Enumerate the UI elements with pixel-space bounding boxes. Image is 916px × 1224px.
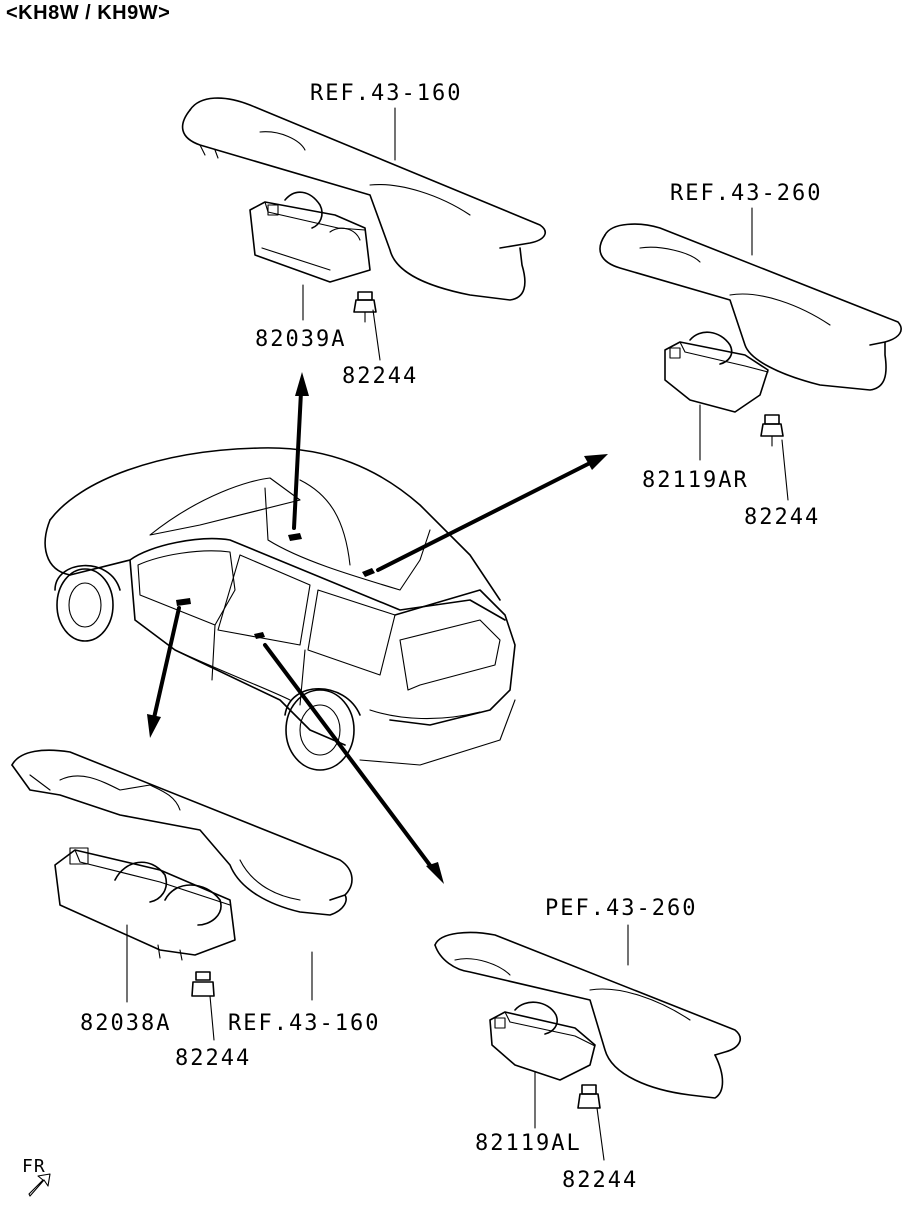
- screw-82244-label-1: 82244: [342, 364, 418, 389]
- screw-82244-label-3: 82244: [175, 1046, 251, 1071]
- ref-front-left-label: REF.43-160: [228, 1011, 380, 1036]
- front-left-door-trim: [11, 749, 353, 1001]
- screw-82244-1: [353, 291, 381, 361]
- rear-left-door-trim: [434, 924, 741, 1099]
- switch-82038a: [54, 847, 236, 1003]
- diagram-title: <KH8W / KH9W>: [6, 2, 171, 24]
- switch-82119ar: [664, 331, 769, 461]
- front-orientation-label: FR: [22, 1156, 46, 1177]
- switch-82039a: [249, 191, 371, 321]
- screw-82244-3: [191, 971, 215, 1041]
- screw-82244-label-2: 82244: [744, 505, 820, 530]
- screw-82244-2: [760, 414, 789, 501]
- ref-rear-left-label: PEF.43-260: [545, 896, 697, 921]
- part-82039a-label: 82039A: [255, 327, 346, 352]
- ref-front-right-label: REF.43-160: [310, 81, 462, 106]
- part-82038a-label: 82038A: [80, 1011, 171, 1036]
- rear-right-door-trim: [599, 223, 902, 391]
- screw-82244-label-4: 82244: [562, 1168, 638, 1193]
- ref-rear-right-label: REF.43-260: [670, 181, 822, 206]
- part-82119al-label: 82119AL: [475, 1131, 582, 1156]
- location-arrows: [147, 372, 608, 884]
- part-82119ar-label: 82119AR: [642, 468, 749, 493]
- switch-82119al: [489, 1001, 596, 1129]
- front-right-door-trim: [181, 97, 546, 301]
- vehicle-outline: [44, 447, 516, 771]
- screw-82244-4: [577, 1084, 605, 1161]
- front-arrow-icon: [28, 1173, 51, 1197]
